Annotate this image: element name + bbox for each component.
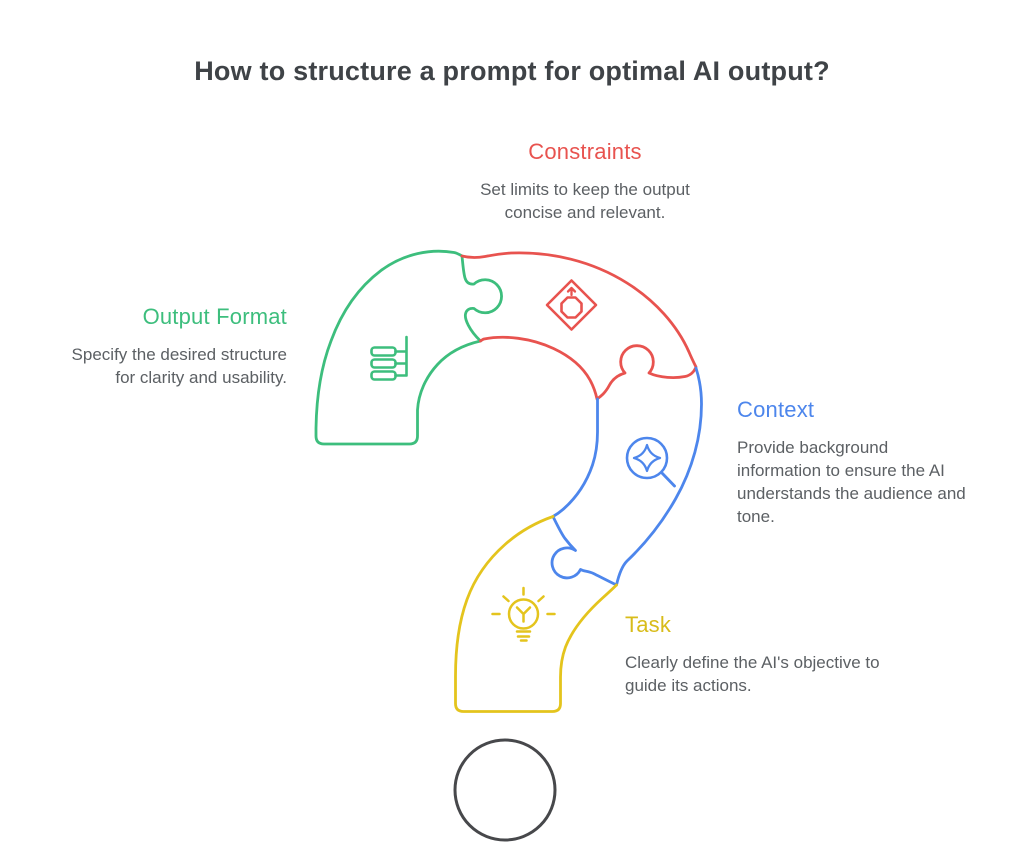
- limit-diamond-icon: [545, 279, 598, 331]
- output-format-description: Specify the desired structure for clarit…: [71, 345, 287, 387]
- task-heading: Task: [625, 612, 672, 637]
- magnifier-sparkle-icon: [625, 436, 676, 488]
- section-context: Context Provide background information t…: [737, 397, 972, 528]
- context-heading: Context: [737, 397, 815, 422]
- context-description: Provide background information to ensure…: [737, 438, 966, 526]
- task-description: Clearly define the AI's objective to gui…: [625, 653, 880, 695]
- page-title: How to structure a prompt for optimal AI…: [194, 56, 830, 86]
- structure-list-icon: [370, 335, 408, 381]
- puzzle-piece-constraints: [460, 251, 698, 401]
- lightbulb-icon: [491, 586, 556, 642]
- puzzle-piece-output-format: [314, 249, 503, 446]
- section-constraints: Constraints Set limits to keep the outpu…: [460, 139, 710, 224]
- section-output-format: Output Format Specify the desired struct…: [52, 304, 287, 389]
- constraints-heading: Constraints: [528, 139, 642, 164]
- output-format-heading: Output Format: [142, 304, 287, 329]
- puzzle-piece-task: [454, 515, 618, 713]
- question-mark-dot: [453, 738, 557, 842]
- puzzle-piece-context: [550, 366, 703, 587]
- section-task: Task Clearly define the AI's objective t…: [625, 612, 897, 697]
- constraints-description: Set limits to keep the output concise an…: [480, 180, 690, 222]
